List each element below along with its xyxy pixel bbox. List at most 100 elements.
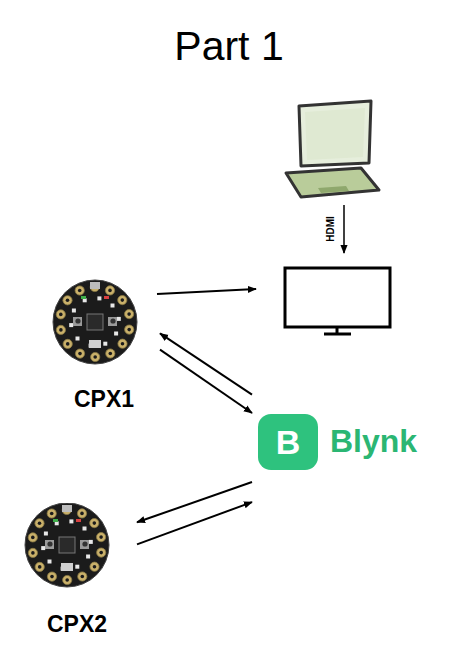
data-arrow <box>160 350 252 413</box>
board-led <box>89 540 93 544</box>
board-pad <box>75 286 84 295</box>
pad-hole <box>50 512 54 516</box>
service-node: B Blynk <box>252 390 437 508</box>
service-name: Blynk <box>330 422 417 460</box>
board-pad <box>91 352 100 361</box>
board-pad <box>125 310 134 319</box>
board-led <box>75 565 79 569</box>
status-led <box>76 519 81 522</box>
board-led <box>103 342 107 346</box>
button-cap <box>110 318 115 323</box>
board-pad <box>63 296 72 305</box>
board-pad <box>125 325 134 334</box>
data-arrow <box>160 333 252 394</box>
pad-hole <box>127 328 131 332</box>
usb-port <box>62 505 72 512</box>
button <box>108 317 117 326</box>
board-pad <box>97 548 106 557</box>
status-led <box>104 296 109 299</box>
board-led <box>86 555 90 559</box>
pad-hole <box>121 342 125 346</box>
diagram-title: Part 1 <box>0 22 458 70</box>
pad-hole <box>108 289 112 293</box>
laptop-icon <box>286 101 379 197</box>
button-cap <box>82 541 87 546</box>
device-node: CPX1 <box>48 278 160 413</box>
board-pad <box>75 349 84 358</box>
board-pad <box>118 296 127 305</box>
pad-hole <box>66 342 70 346</box>
status-led <box>53 519 58 522</box>
pad-hole <box>50 575 54 579</box>
board-led <box>41 546 45 550</box>
pad-hole <box>93 355 97 359</box>
board-led <box>76 337 80 341</box>
display-arrow <box>157 289 256 294</box>
board-pad <box>106 349 115 358</box>
board-pad <box>56 310 65 319</box>
hdmi-arrow <box>343 205 345 253</box>
board-pad <box>62 505 71 514</box>
chip <box>87 314 103 330</box>
switch <box>89 340 101 348</box>
board-pad <box>77 509 86 518</box>
board-pad <box>56 325 65 334</box>
board-led <box>114 332 118 336</box>
board-led <box>83 527 87 531</box>
pad-hole <box>109 352 113 356</box>
board-pad <box>90 282 99 291</box>
board-led <box>117 317 121 321</box>
pad-hole <box>59 328 63 332</box>
usb-port <box>90 282 100 289</box>
pad-hole <box>38 522 42 526</box>
pad-hole <box>80 512 84 516</box>
logo-mark: B <box>258 414 318 470</box>
pad-hole <box>59 313 63 317</box>
pad-hole <box>81 575 85 579</box>
board-led <box>97 296 101 300</box>
pad-hole <box>31 536 35 540</box>
board-pad <box>78 572 87 581</box>
pad-hole <box>78 352 82 356</box>
board-pad <box>28 533 37 542</box>
board-pad <box>47 509 56 518</box>
pad-hole <box>66 299 70 303</box>
pad-hole <box>121 298 125 302</box>
pad-hole <box>31 551 35 555</box>
pad-hole <box>127 312 131 316</box>
chip <box>59 537 75 553</box>
board-led <box>69 519 73 523</box>
board-pad <box>118 339 127 348</box>
logo-letter: B <box>258 414 318 470</box>
board-pad <box>97 533 106 542</box>
pad-hole <box>99 535 103 539</box>
board-pad <box>90 562 99 571</box>
button <box>45 540 54 549</box>
pad-hole <box>38 565 42 569</box>
device-node: CPX2 <box>17 503 137 641</box>
board-pad <box>63 339 72 348</box>
device-label: CPX1 <box>48 386 160 412</box>
board-outline <box>25 503 109 587</box>
board-led <box>48 560 52 564</box>
pad-hole <box>93 565 97 569</box>
board-led <box>69 323 73 327</box>
device-label: CPX2 <box>17 611 137 637</box>
pad-hole <box>93 521 97 525</box>
status-led <box>81 296 86 299</box>
button-cap <box>75 318 80 323</box>
board-pad <box>35 562 44 571</box>
board-pad <box>28 548 37 557</box>
button <box>80 540 89 549</box>
board-pad <box>47 572 56 581</box>
board-pad <box>105 286 114 295</box>
button-cap <box>47 541 52 546</box>
board-led <box>72 309 76 313</box>
board-pad <box>63 575 72 584</box>
board-pad <box>35 519 44 528</box>
data-arrow <box>137 502 252 544</box>
connection-label: HDMI <box>324 211 338 247</box>
monitor-icon <box>285 268 390 334</box>
board-led <box>44 532 48 536</box>
button <box>73 317 82 326</box>
